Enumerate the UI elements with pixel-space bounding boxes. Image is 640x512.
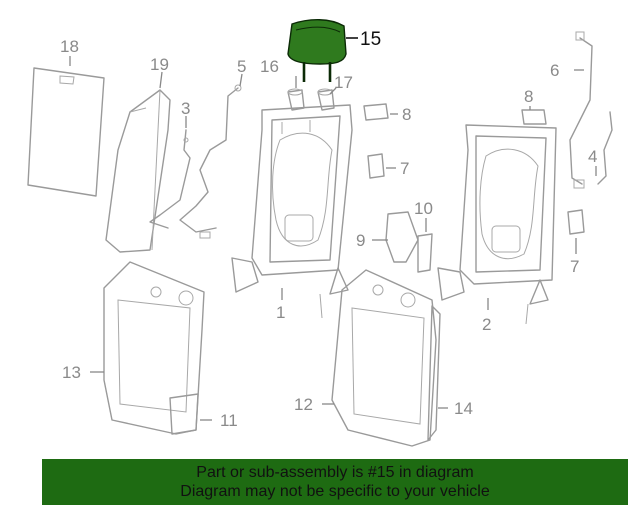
part-8-clip-b[interactable]: [521, 109, 547, 125]
callout-2: 2: [482, 315, 491, 334]
part-3-wire-harness[interactable]: [149, 129, 191, 229]
part-11-panel[interactable]: [169, 393, 199, 435]
banner-line-2: Diagram may not be specific to your vehi…: [180, 483, 490, 500]
leader-lines: [69, 37, 597, 421]
callout-7b: 7: [570, 257, 579, 276]
callout-11: 11: [220, 411, 238, 430]
callout-6: 6: [550, 61, 559, 80]
part-16-headrest-guide[interactable]: [287, 88, 305, 111]
callout-9: 9: [356, 231, 365, 250]
part-7-latch-b[interactable]: [567, 209, 585, 235]
diagram-note-banner: Part or sub-assembly is #15 in diagram D…: [42, 459, 628, 505]
callout-4: 4: [588, 147, 597, 166]
callout-18: 18: [60, 37, 79, 56]
part-4-wire-harness[interactable]: [597, 111, 613, 185]
part-13-seat-back-cover[interactable]: [103, 261, 205, 435]
callout-19: 19: [150, 55, 169, 74]
callout-12: 12: [294, 395, 313, 414]
callout-16: 16: [260, 57, 279, 76]
callout-17: 17: [334, 73, 353, 92]
part-5-wire-harness[interactable]: [179, 84, 242, 239]
banner-line-1: Part or sub-assembly is #15 in diagram: [196, 464, 474, 481]
part-10-bracket[interactable]: [417, 233, 433, 273]
parts-diagram: 18 19 3 5 16 17 15 8 7 9 10 1 2 13 11 12…: [27, 19, 613, 447]
part-12-seat-back-cover[interactable]: [331, 269, 437, 447]
callout-10: 10: [414, 199, 433, 218]
part-2-seat-frame[interactable]: [437, 124, 557, 325]
headrest-body: [287, 19, 347, 65]
callout-1: 1: [276, 303, 285, 322]
part-19-side-trim[interactable]: [105, 89, 171, 253]
part-8-clip-a[interactable]: [363, 103, 389, 121]
callout-7a: 7: [400, 159, 409, 178]
part-18-panel[interactable]: [27, 67, 105, 197]
part-7-latch-a[interactable]: [367, 153, 385, 179]
callout-15: 15: [360, 29, 381, 50]
part-6-wire-harness[interactable]: [569, 31, 593, 189]
callout-8b: 8: [524, 87, 533, 106]
part-15-headrest[interactable]: [287, 19, 347, 82]
part-9-bracket[interactable]: [385, 211, 419, 263]
part-14-panel[interactable]: [427, 305, 441, 441]
part-1-seat-frame[interactable]: [231, 104, 353, 319]
callout-5: 5: [237, 57, 246, 76]
callout-3: 3: [181, 99, 190, 118]
callout-13: 13: [62, 363, 81, 382]
callout-labels: 18 19 3 5 16 17 15 8 7 9 10 1 2 13 11 12…: [60, 29, 597, 430]
callout-14: 14: [454, 399, 473, 418]
callout-8a: 8: [402, 105, 411, 124]
